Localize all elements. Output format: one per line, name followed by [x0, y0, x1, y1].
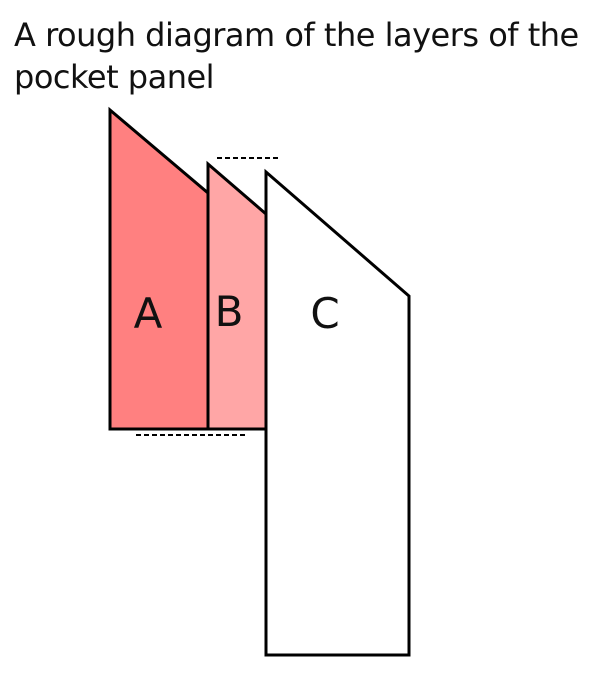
layer-b-label: B	[215, 287, 244, 336]
layer-a-label: A	[134, 289, 163, 338]
layer-c-label: C	[310, 289, 339, 338]
layer-a-shape	[108, 106, 210, 431]
layer-c-shape	[264, 168, 411, 657]
diagram-caption: A rough diagram of the layers of the poc…	[14, 16, 579, 96]
